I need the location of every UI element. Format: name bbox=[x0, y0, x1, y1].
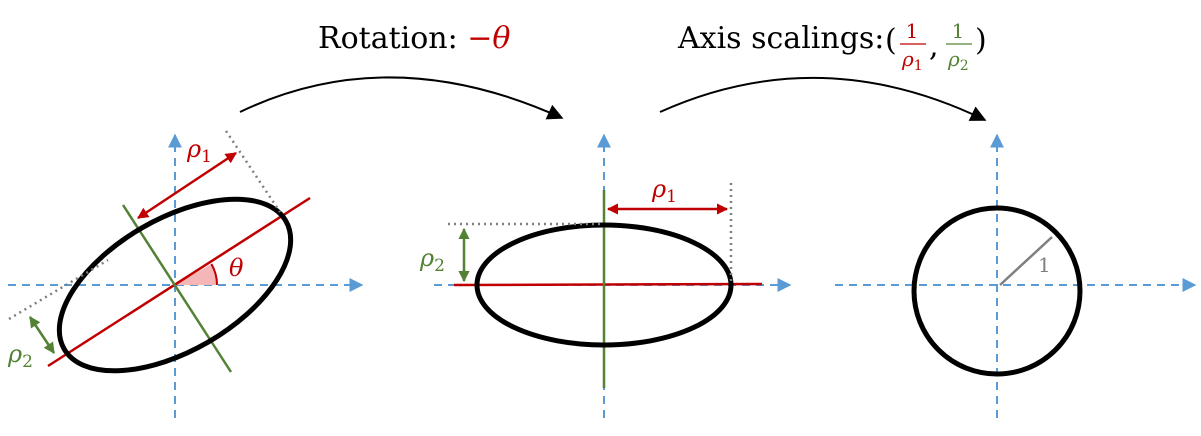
rho-one-arrow bbox=[137, 151, 237, 220]
unit-radius-label: 1 bbox=[1038, 253, 1051, 277]
fraction-two-denominator: ρ2 bbox=[947, 47, 969, 74]
aligned-ellipse-panel: ρ1 ρ2 bbox=[419, 133, 792, 418]
major-axis-line bbox=[453, 282, 763, 287]
scaling-transition-arrow bbox=[659, 76, 987, 121]
rho-two-label: ρ2 bbox=[419, 244, 445, 276]
axis-scalings-title: Axis scalings: ( 1 ρ1 , 1 ρ2 ) bbox=[677, 19, 987, 74]
axis-scalings-label: Axis scalings: bbox=[677, 21, 884, 56]
rho-two-arrow bbox=[28, 316, 56, 354]
rho-one-label: ρ1 bbox=[651, 175, 677, 207]
rotation-title: Rotation: −θ bbox=[318, 21, 510, 56]
rotation-transition-arrow bbox=[239, 76, 564, 120]
close-paren: ) bbox=[975, 23, 987, 58]
major-extent-guide bbox=[224, 130, 282, 213]
fraction-two-numerator: 1 bbox=[952, 19, 965, 43]
theta-label: θ bbox=[229, 254, 244, 282]
theta-angle-arc bbox=[210, 263, 219, 286]
minor-extent-guide bbox=[8, 258, 109, 321]
rho-two-label: ρ2 bbox=[7, 340, 33, 372]
rho-one-label: ρ1 bbox=[186, 135, 212, 167]
major-axis-line bbox=[47, 196, 311, 368]
unit-radius-line bbox=[999, 236, 1053, 286]
theta-angle-wedge bbox=[175, 264, 218, 285]
unit-circle bbox=[911, 205, 1083, 377]
minor-axis-line bbox=[121, 204, 233, 373]
rotated-ellipse bbox=[56, 196, 294, 374]
fraction-one-numerator: 1 bbox=[906, 19, 919, 43]
aligned-ellipse bbox=[474, 222, 734, 348]
open-paren: ( bbox=[885, 23, 897, 58]
unit-circle-panel: 1 bbox=[835, 133, 1197, 418]
fraction-one-denominator: ρ1 bbox=[901, 47, 923, 74]
fraction-comma: , bbox=[929, 29, 939, 64]
rotated-ellipse-panel: ρ1 ρ2 θ bbox=[7, 130, 364, 418]
